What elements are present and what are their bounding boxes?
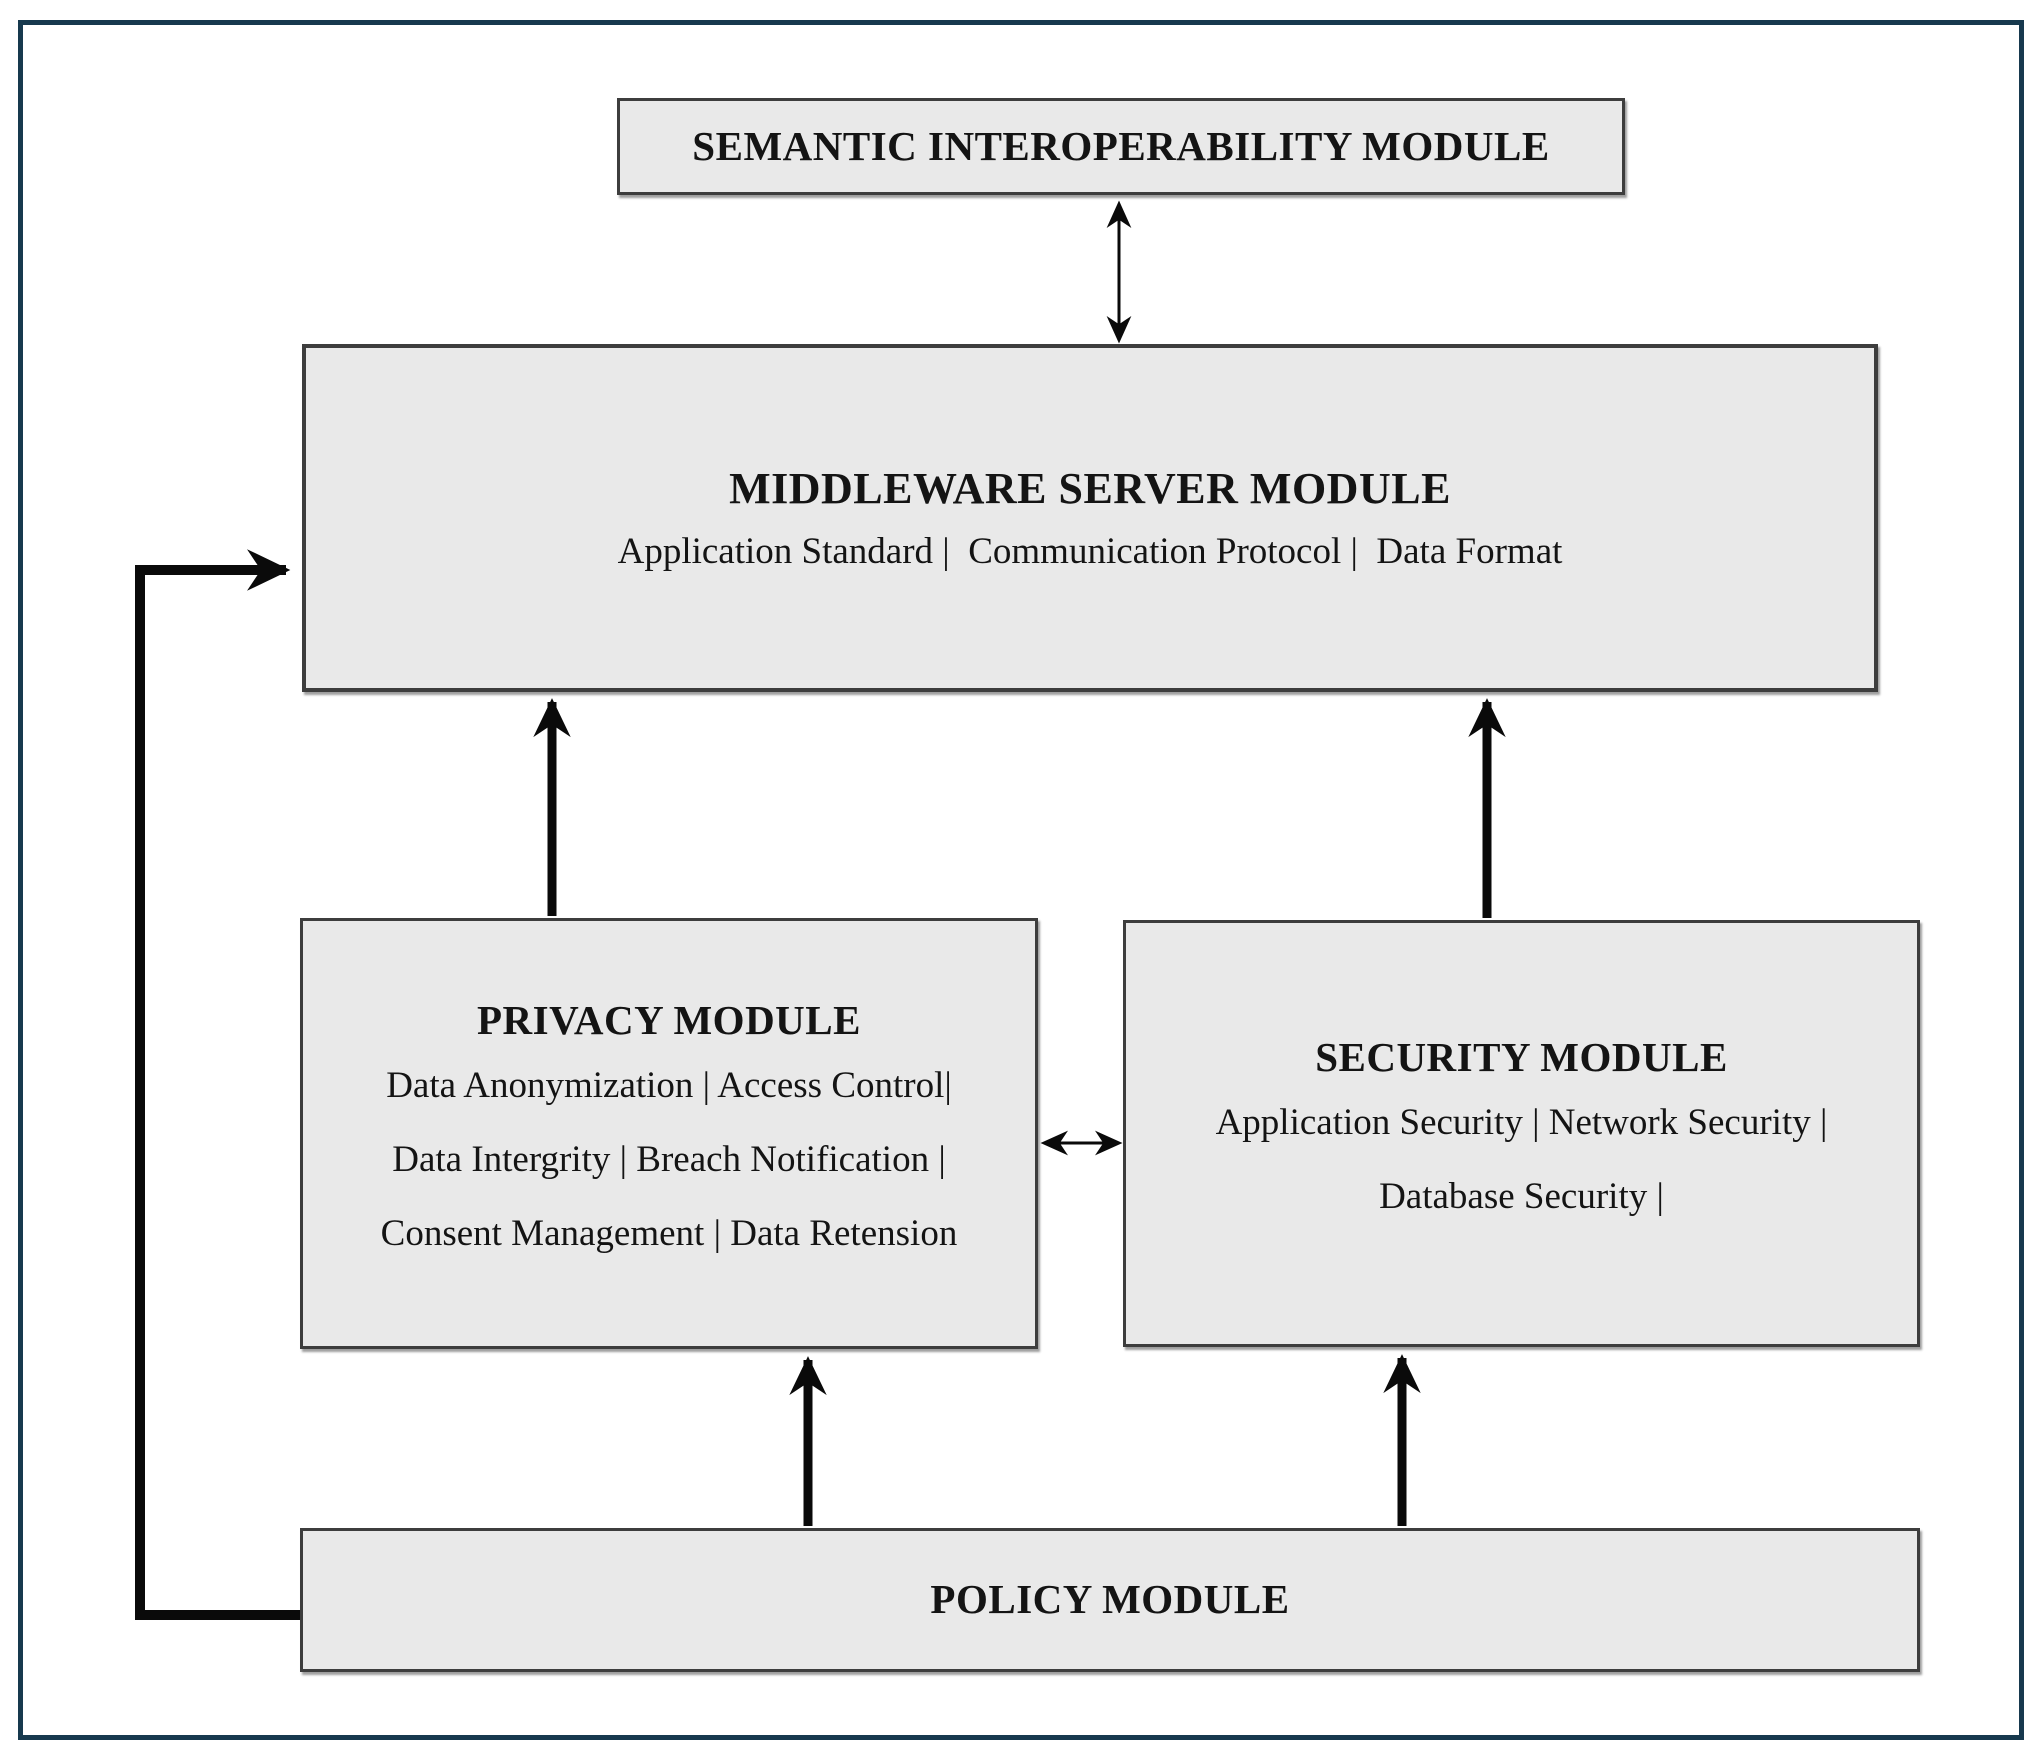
- node-title: SECURITY MODULE: [1315, 1033, 1728, 1080]
- node-title: POLICY MODULE: [930, 1576, 1290, 1623]
- node-title: PRIVACY MODULE: [477, 996, 861, 1043]
- figure-border: [18, 20, 2024, 1740]
- node-subtitle: Application Standard | Communication Pro…: [617, 530, 1563, 572]
- node-title: MIDDLEWARE SERVER MODULE: [729, 464, 1451, 514]
- node-body: Data Anonymization | Access Control| Dat…: [381, 1049, 958, 1271]
- privacy-line-3: Consent Management | Data Retension: [380, 1213, 958, 1255]
- node-middleware-server-module: MIDDLEWARE SERVER MODULE Application Sta…: [302, 344, 1878, 692]
- privacy-line-1: Data Anonymization | Access Control|: [386, 1065, 952, 1107]
- security-line-2: Database Security |: [1379, 1176, 1664, 1218]
- security-line-1: Application Security | Network Security …: [1215, 1102, 1828, 1144]
- node-privacy-module: PRIVACY MODULE Data Anonymization | Acce…: [300, 918, 1038, 1349]
- node-body: Application Security | Network Security …: [1216, 1086, 1828, 1234]
- privacy-line-2: Data Intergrity | Breach Notification |: [392, 1139, 946, 1181]
- node-security-module: SECURITY MODULE Application Security | N…: [1123, 920, 1920, 1347]
- node-title: SEMANTIC INTEROPERABILITY MODULE: [692, 122, 1550, 169]
- node-policy-module: POLICY MODULE: [300, 1528, 1920, 1672]
- node-semantic-interoperability-module: SEMANTIC INTEROPERABILITY MODULE: [617, 98, 1625, 195]
